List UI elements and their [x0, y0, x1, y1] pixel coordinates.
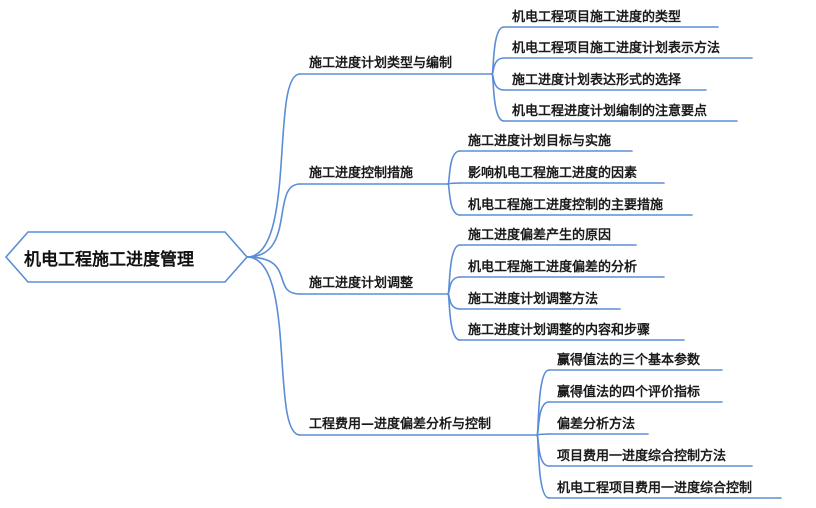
- branch-connector-2: [246, 256, 301, 295]
- branch-connector-3: [246, 256, 301, 436]
- leaf-node-1-1[interactable]: 影响机电工程施工进度的因素: [468, 166, 638, 181]
- root-node-shape: [4, 231, 249, 283]
- leaf-node-3-1[interactable]: 赢得值法的四个评价指标: [557, 385, 701, 400]
- branch-node-0[interactable]: 施工进度计划类型与编制: [309, 56, 453, 71]
- leaf-node-2-3[interactable]: 施工进度计划调整的内容和步骤: [468, 323, 651, 338]
- leaf-node-2-0[interactable]: 施工进度偏差产生的原因: [468, 228, 612, 243]
- child-connector-3-4: [536, 434, 550, 499]
- leaf-node-3-2[interactable]: 偏差分析方法: [557, 417, 636, 432]
- leaf-node-3-4[interactable]: 机电工程项目费用一进度综合控制: [557, 481, 753, 496]
- child-connector-1-1: [447, 182, 461, 185]
- child-connector-1-2: [447, 183, 461, 216]
- branch-node-1[interactable]: 施工进度控制措施: [309, 166, 414, 181]
- branch-connector-0: [246, 73, 301, 258]
- branch-node-3[interactable]: 工程费用—进度偏差分析与控制: [309, 417, 492, 432]
- branch-node-2[interactable]: 施工进度计划调整: [309, 276, 414, 291]
- connector-lines: [246, 26, 782, 499]
- leaf-node-0-1[interactable]: 机电工程项目施工进度计划表示方法: [512, 41, 721, 56]
- child-connector-2-3: [447, 293, 461, 341]
- leaf-node-0-2[interactable]: 施工进度计划表达形式的选择: [512, 73, 682, 88]
- leaf-node-1-2[interactable]: 机电工程施工进度控制的主要措施: [468, 198, 664, 213]
- leaf-node-3-0[interactable]: 赢得值法的三个基本参数: [557, 353, 701, 368]
- root-node-label[interactable]: 机电工程施工进度管理: [24, 250, 194, 270]
- child-connector-3-2: [536, 433, 550, 436]
- child-connector-0-3: [491, 73, 505, 122]
- child-connector-3-1: [536, 401, 550, 436]
- child-connector-1-0: [447, 150, 461, 185]
- leaf-node-2-2[interactable]: 施工进度计划调整方法: [468, 292, 599, 307]
- leaf-node-0-0[interactable]: 机电工程项目施工进度的类型: [512, 10, 682, 25]
- leaf-node-2-1[interactable]: 机电工程施工进度偏差的分析: [468, 260, 638, 275]
- leaf-node-1-0[interactable]: 施工进度计划目标与实施: [468, 134, 612, 149]
- branch-connector-1: [246, 183, 301, 258]
- leaf-node-3-3[interactable]: 项目费用一进度综合控制方法: [557, 449, 727, 464]
- leaf-node-0-3[interactable]: 机电工程进度计划编制的注意要点: [512, 104, 708, 119]
